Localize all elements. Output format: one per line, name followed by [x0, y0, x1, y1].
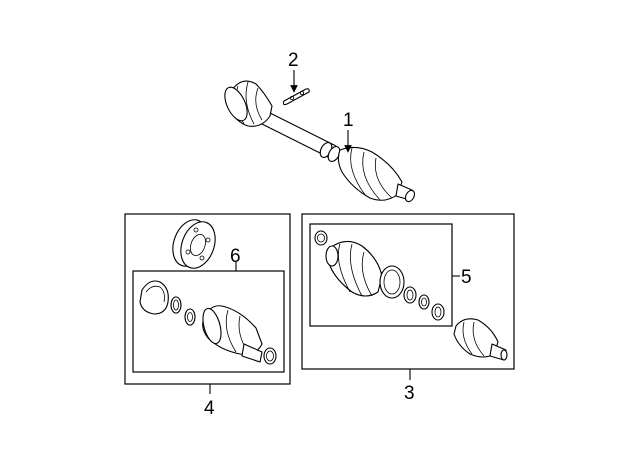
callout-5: 5 [461, 267, 472, 288]
callout-1: 1 [343, 110, 354, 131]
boot-band[interactable] [379, 265, 405, 299]
axle-shaft-assembly[interactable] [220, 80, 416, 203]
washer-left[interactable] [184, 308, 196, 326]
callout-4: 4 [204, 398, 215, 419]
leader-lines [209, 70, 460, 394]
box-part-5 [309, 223, 453, 327]
inner-joint[interactable] [200, 305, 263, 363]
clamp-bracket[interactable] [282, 88, 310, 106]
callout-2: 2 [288, 50, 299, 71]
outer-joint[interactable] [453, 318, 508, 361]
box-part-6 [132, 270, 285, 373]
clamp-ring-left[interactable] [263, 347, 277, 365]
gasket[interactable] [139, 280, 169, 315]
snap-ring-left[interactable] [170, 296, 182, 314]
spacer-right[interactable] [418, 294, 430, 310]
callout-3: 3 [404, 383, 415, 404]
snap-ring-right[interactable] [431, 303, 445, 321]
clamp-ring-right[interactable] [314, 230, 328, 246]
outer-boot[interactable] [325, 240, 383, 297]
callout-6: 6 [230, 246, 241, 267]
flange[interactable] [167, 215, 221, 273]
box-part-4 [124, 213, 291, 385]
box-part-3 [301, 213, 515, 370]
washer-right[interactable] [403, 286, 417, 304]
